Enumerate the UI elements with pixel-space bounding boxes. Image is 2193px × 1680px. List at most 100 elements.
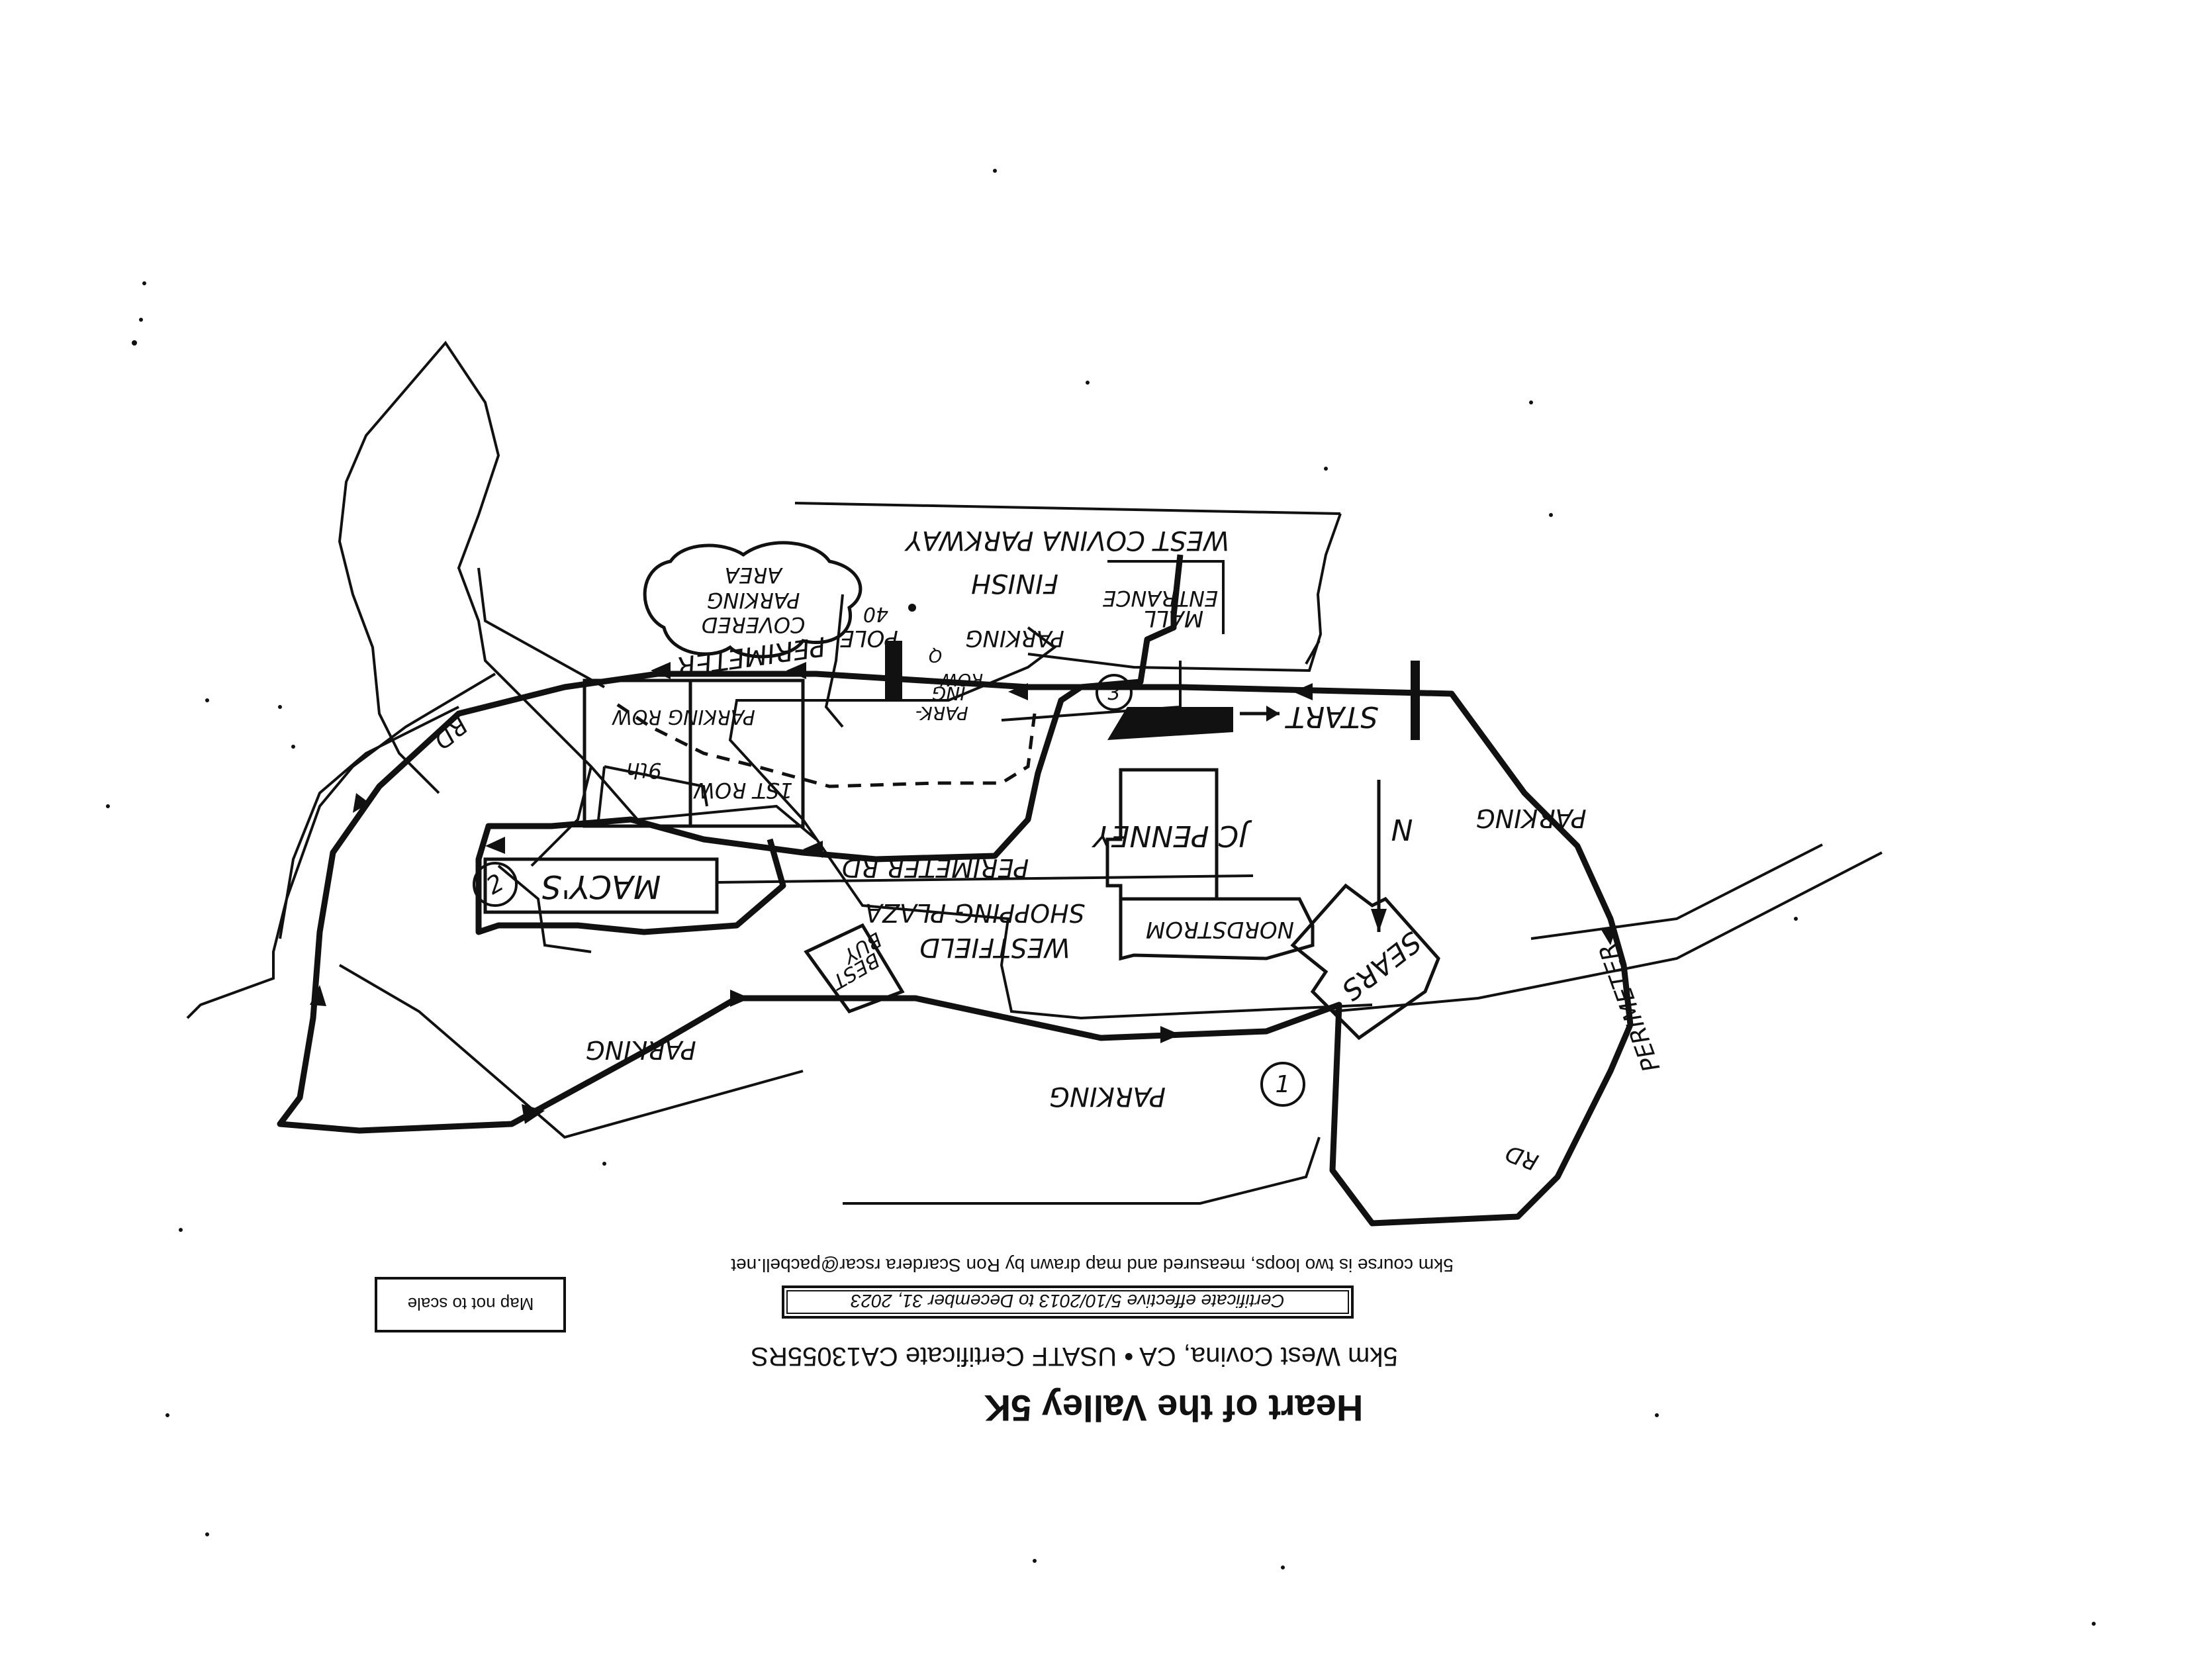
scan-speck: [165, 1413, 169, 1417]
route-arrow: [1293, 683, 1313, 700]
covered-parking-path: [610, 698, 1037, 788]
course-description: 5km course is two loops, measured and ma…: [731, 1255, 1454, 1276]
scan-speck: [1086, 381, 1090, 385]
scale-note-box: [375, 1277, 566, 1332]
rd-right-label: RD: [1502, 1139, 1542, 1176]
certificate-text: Certificate effective 5/10/2013 to Decem…: [851, 1291, 1285, 1311]
buildings: [483, 541, 1440, 1041]
scan-speck: [1324, 467, 1328, 471]
row-q-label: ROW: [940, 669, 984, 689]
route-arrow: [485, 837, 505, 854]
row-9th-label: 9th: [626, 758, 661, 783]
scan-speck: [1033, 1559, 1037, 1563]
certificate-box: [782, 1285, 1354, 1319]
mall-entrance-box: [1107, 560, 1225, 634]
covered-parking-leader: [477, 567, 605, 688]
route-arrow: [1601, 925, 1617, 945]
scan-speck: [205, 1532, 209, 1536]
route-arrow: [522, 1104, 545, 1124]
park-label: PARK-: [915, 702, 968, 724]
scan-specks: [106, 169, 2096, 1626]
route-arrow: [353, 793, 369, 813]
perimeter-rd-inner-label: PERIMETER RD: [842, 853, 1029, 882]
route-arrows: [310, 662, 1617, 1124]
nordstrom-outline: [1119, 897, 1315, 961]
parking-bottom-label: PARKING: [1049, 1081, 1166, 1111]
scan-speck: [2092, 1622, 2096, 1626]
scan-speck: [1281, 1565, 1285, 1569]
scan-speck: [1549, 513, 1553, 517]
first-row-label: 1ST ROW: [693, 778, 793, 803]
bottom-road-outer: [824, 594, 844, 728]
certificate-box-inner: [786, 1290, 1349, 1314]
scan-speck: [993, 169, 997, 173]
covered-parking-label: PARKING: [707, 588, 800, 613]
course-subtitle: 5km West Covina, CA • USATF Certificate …: [751, 1342, 1397, 1371]
entrance-label: ENTRANCE: [1102, 586, 1218, 611]
course-title: Heart of the Valley 5K: [984, 1387, 1364, 1429]
scan-speck: [205, 698, 209, 702]
westfield-label: WESTFIELD: [919, 932, 1070, 962]
row-q-letter: Q: [929, 645, 942, 665]
perimeter-road-left-inner: [1305, 640, 1321, 665]
covered-parking-cloud: [643, 541, 863, 659]
scan-speck: [139, 318, 143, 322]
north-label: N: [1391, 812, 1413, 846]
street-outlines: [186, 340, 1883, 1020]
sears-label: SEARS: [1336, 925, 1428, 1007]
mall-label: MALL: [1144, 605, 1203, 631]
ing-label: ING: [932, 682, 966, 704]
marker-1-label: 1: [1276, 1071, 1291, 1098]
map-labels: WEST COVINA PARKWAY FINISH POLE 40 COVER…: [428, 525, 1665, 1176]
start-label: START: [1285, 700, 1378, 733]
map-caption: 5km course is two loops, measured and ma…: [375, 1255, 1454, 1429]
route-arrow: [651, 662, 671, 679]
bottom-edge-road: [338, 964, 804, 1139]
north-arrow-head: [1371, 909, 1387, 932]
route-arrow: [310, 985, 326, 1006]
start-line-bar: [1411, 661, 1420, 740]
left-top-road: [497, 864, 592, 953]
sears-outline: [1290, 883, 1440, 1041]
route-outer-loop: [475, 554, 1184, 935]
start-arrow-head: [1266, 706, 1280, 722]
jc-penney-label: JC PENNEY: [1092, 819, 1253, 853]
outer-road-top-right-2: [279, 706, 459, 939]
marker-3-circle: [1096, 674, 1133, 711]
first-row-box: [583, 678, 805, 828]
route-arrow: [730, 990, 750, 1007]
perimeter-rd-line: [716, 874, 1254, 884]
parking-left-label: PARKING: [585, 1035, 696, 1064]
macys-label: MACY'S: [541, 868, 661, 905]
pole-label: POLE: [840, 625, 898, 651]
macys-outline: [483, 857, 719, 914]
scan-speck: [106, 804, 110, 808]
scan-speck: [1794, 917, 1798, 921]
west-covina-parkway-line: [794, 502, 1341, 515]
pole-number-label: 40: [863, 602, 888, 626]
scan-speck: [132, 340, 137, 346]
perimeter-road-left-outer: [1027, 513, 1342, 673]
parking-right-label: PARKING: [1475, 804, 1586, 833]
scale-note: Map not to scale: [408, 1294, 534, 1314]
route-arrow: [1160, 1026, 1180, 1043]
parking-row-label: PARKING ROW: [612, 705, 755, 728]
row-q-bar: [885, 641, 902, 700]
best-buy-outline: [804, 923, 905, 1014]
marker-3-label: 3: [1107, 682, 1120, 705]
right-road-outer: [338, 340, 817, 841]
scan-speck: [142, 281, 146, 285]
lower-sweep-inner: [1530, 843, 1823, 940]
perimeter-right-label: PERIMETER: [1594, 939, 1665, 1075]
scan-speck: [291, 745, 295, 749]
right-road-inner: [530, 766, 592, 867]
bottom-right-road: [843, 1137, 1321, 1205]
scan-speck: [602, 1162, 606, 1166]
route-arrow: [786, 662, 806, 679]
marker-2-circle: [473, 862, 518, 907]
route-arrow: [1008, 683, 1028, 700]
pole-dot: [908, 604, 916, 612]
